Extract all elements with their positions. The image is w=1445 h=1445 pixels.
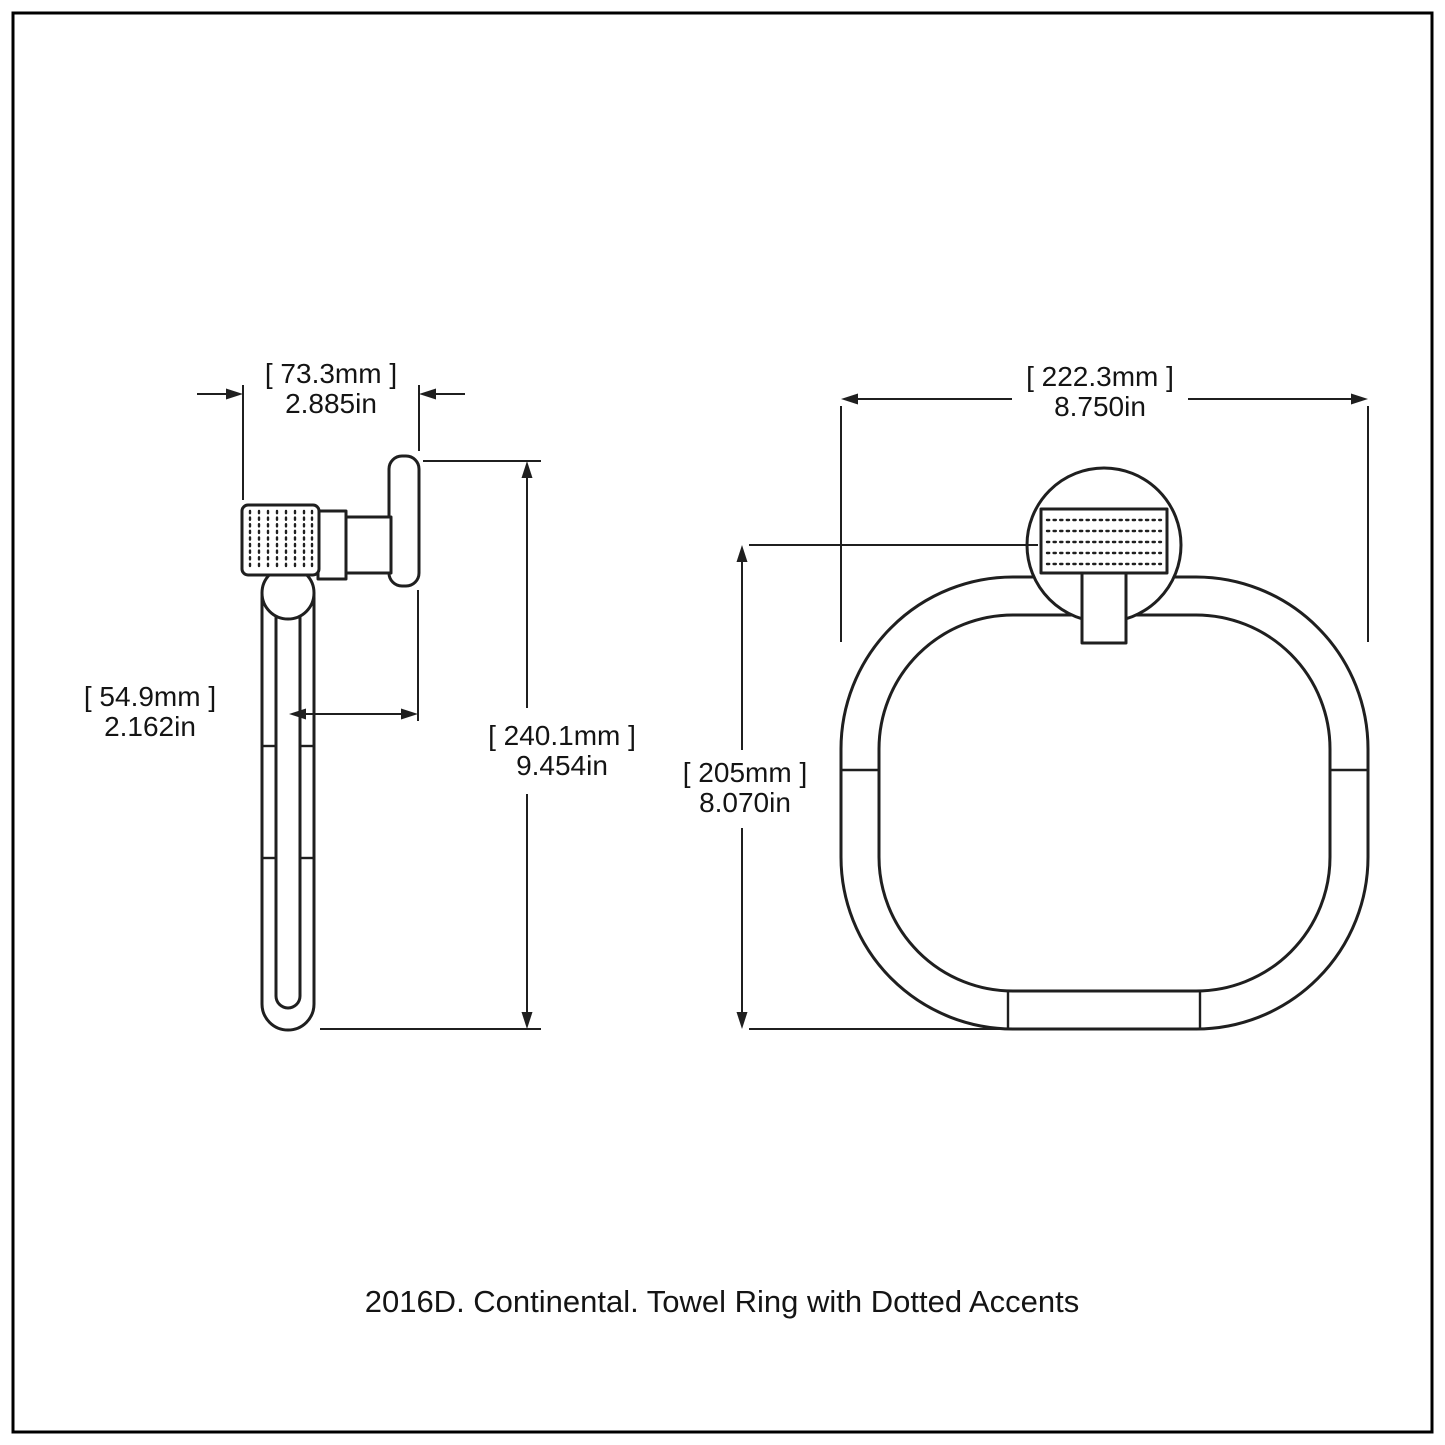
drawing-caption: 2016D. Continental. Towel Ring with Dott… xyxy=(365,1284,1080,1319)
arrowhead xyxy=(841,393,858,405)
side-depth-inch-label: 2.162in xyxy=(104,711,196,742)
knurl-ridges-side xyxy=(248,509,314,571)
front-view-dimensions: [ 222.3mm ] 8.750in [ 205mm ] 8.070in xyxy=(683,361,1369,1030)
page-border xyxy=(11,11,1434,1434)
side-view-dimensions: [ 73.3mm ] 2.885in [ 54.9mm ] 2.162in [ … xyxy=(84,358,636,1030)
arrowhead xyxy=(521,461,533,478)
knurled-cap-side xyxy=(240,503,321,577)
arrowhead xyxy=(1351,393,1368,405)
ring-loop-side-inner xyxy=(274,592,302,1010)
arrowhead xyxy=(521,1012,533,1029)
front-view xyxy=(839,466,1370,1031)
side-width-mm-label: [ 73.3mm ] xyxy=(265,358,397,389)
front-width-inch-label: 8.750in xyxy=(1054,391,1146,422)
mounting-post-side xyxy=(343,515,393,575)
front-height-inch-label: 8.070in xyxy=(699,787,791,818)
side-view xyxy=(240,454,421,1032)
knurl-ridges-front xyxy=(1045,518,1163,566)
arrowhead xyxy=(736,1012,748,1029)
side-height-inch-label: 9.454in xyxy=(516,750,608,781)
side-height-mm-label: [ 240.1mm ] xyxy=(488,720,636,751)
arrowhead xyxy=(401,708,418,720)
arrowhead xyxy=(226,388,243,400)
wall-flange-side xyxy=(387,454,421,588)
front-height-mm-label: [ 205mm ] xyxy=(683,757,807,788)
arrowhead xyxy=(289,708,306,720)
side-depth-mm-label: [ 54.9mm ] xyxy=(84,681,216,712)
post-collar-side xyxy=(316,509,348,581)
arrowhead xyxy=(419,388,436,400)
front-width-mm-label: [ 222.3mm ] xyxy=(1026,361,1174,392)
ring-front-inner xyxy=(877,613,1332,993)
arrowhead xyxy=(736,545,748,562)
side-width-inch-label: 2.885in xyxy=(285,388,377,419)
